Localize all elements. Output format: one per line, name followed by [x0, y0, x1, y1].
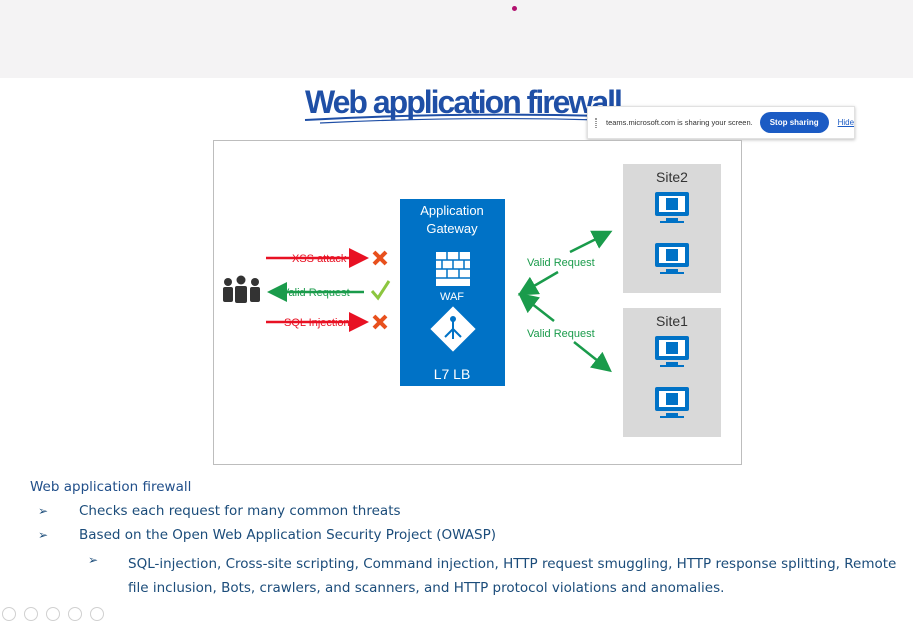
screen-share-bar: teams.microsoft.com is sharing your scre…: [587, 106, 855, 139]
title-underline: [304, 113, 606, 124]
site1-label: Site1: [656, 313, 688, 329]
valid-request-bottom: Valid Request: [527, 328, 595, 340]
l7-lb-label: L7 LB: [434, 366, 471, 382]
slides-icon[interactable]: [46, 607, 60, 621]
share-message: teams.microsoft.com is sharing your scre…: [606, 118, 753, 127]
stop-sharing-button[interactable]: Stop sharing: [759, 112, 829, 133]
block-icon: [372, 314, 388, 330]
vm-icon: [655, 243, 689, 274]
from-site1-arrow: [518, 292, 555, 322]
waf-diagram: XSS attack Valid Request SQL Injection A…: [213, 140, 742, 465]
slide-toolbar: [0, 605, 120, 621]
users-icon: [223, 275, 260, 303]
bullet-item: Based on the Open Web Application Securi…: [79, 527, 497, 543]
bullet-item: SQL-injection, Cross-site scripting, Com…: [128, 556, 897, 596]
zoom-icon[interactable]: [68, 607, 82, 621]
xss-label: XSS attack: [292, 253, 347, 265]
application-gateway-box: [400, 199, 505, 386]
top-bar: [0, 0, 913, 78]
back-icon[interactable]: [2, 607, 16, 621]
to-site2-arrow: [569, 230, 613, 254]
hide-link[interactable]: Hide: [837, 118, 855, 127]
valid-label: Valid Request: [282, 287, 350, 299]
sql-label: SQL Injection: [284, 317, 350, 329]
recording-dot: [512, 6, 517, 11]
block-icon: [372, 250, 388, 266]
pen-icon[interactable]: [24, 607, 38, 621]
from-site2-arrow: [517, 270, 559, 296]
bullet-arrow-icon: ➢: [38, 504, 49, 518]
check-icon: [370, 280, 391, 301]
waf-label: WAF: [440, 291, 464, 303]
notes-heading: Web application firewall: [30, 479, 192, 495]
drag-handle-icon[interactable]: [595, 117, 597, 128]
more-icon[interactable]: [90, 607, 104, 621]
valid-request-top: Valid Request: [527, 257, 595, 269]
site2-label: Site2: [656, 169, 688, 185]
gateway-title-1: Application: [420, 203, 484, 218]
firewall-icon: [436, 252, 470, 286]
bullet-item: Checks each request for many common thre…: [79, 503, 401, 519]
bullet-arrow-icon: ➢: [38, 528, 49, 542]
bullet-arrow-icon: ➢: [88, 553, 99, 567]
vm-icon: [655, 336, 689, 367]
vm-icon: [655, 192, 689, 223]
gateway-title-2: Gateway: [426, 221, 478, 236]
to-site1-arrow: [573, 341, 612, 373]
vm-icon: [655, 387, 689, 418]
